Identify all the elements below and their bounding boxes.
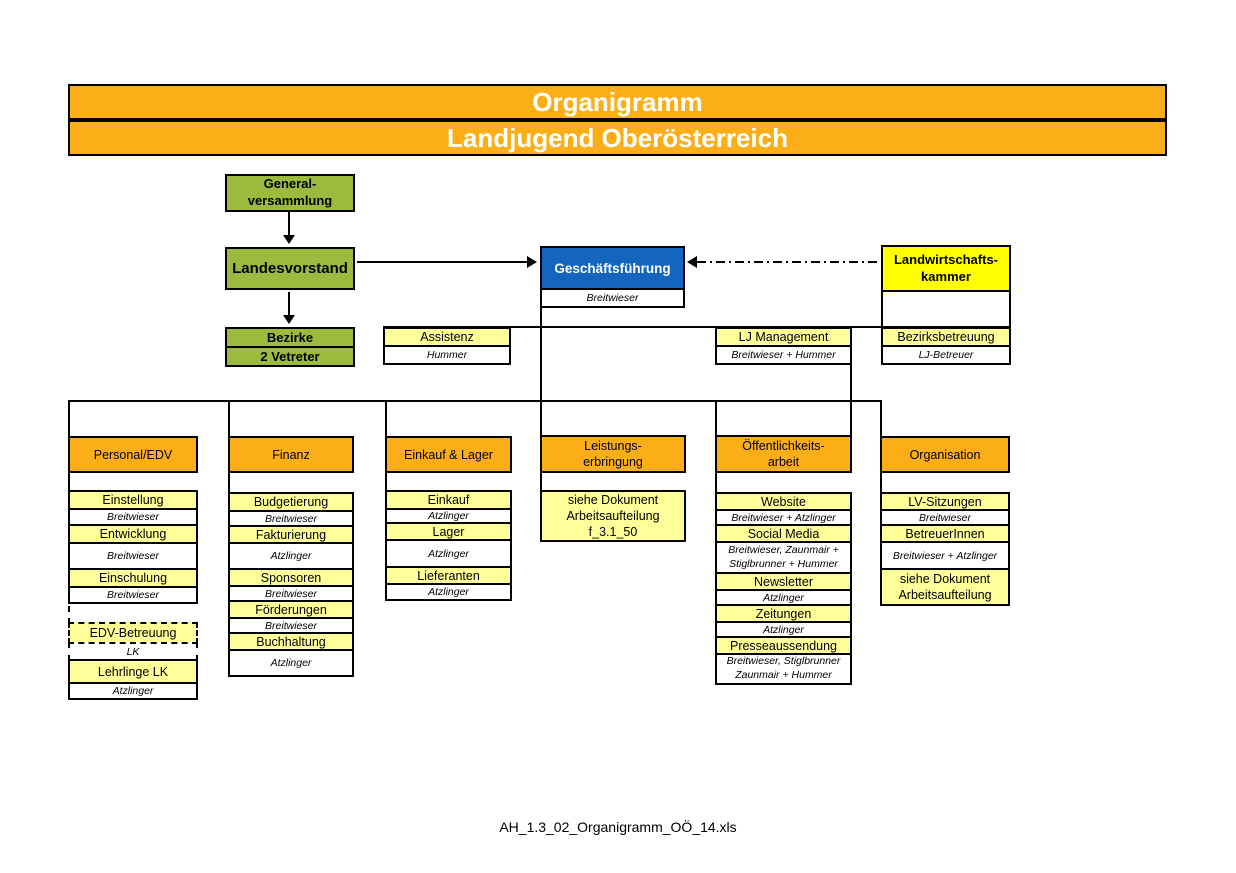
title-banner-line1: Organigramm [68,84,1167,120]
column-header-organisation: Organisation [880,436,1010,473]
task-owner: Atzlinger [385,539,512,568]
node-assistenz: Assistenz Hummer [383,327,511,365]
node-lj-management-name: Breitwieser + Hummer [715,345,852,365]
note-leistungserbringung: siehe Dokument Arbeitsaufteilung f_3.1_5… [540,490,686,542]
node-bezirke: Bezirke 2 Vetreter [225,327,355,367]
connector-line [850,365,852,435]
arrow-left-icon [687,256,697,268]
task-owner: Breitwieser [68,542,198,570]
node-bezirksbetreuung-name: LJ-Betreuer [881,345,1011,365]
node-bezirke-title: Bezirke [225,327,355,348]
node-bezirksbetreuung: Bezirksbetreuung LJ-Betreuer [881,327,1011,365]
connector-stub [880,470,882,494]
connector-line [540,307,542,402]
connector-stub [540,470,542,492]
task-title: Lager [385,522,512,541]
column-finanz: Budgetierung Breitwieser Fakturierung At… [228,492,354,677]
connector-line [288,292,290,316]
connector-stub [385,470,387,492]
task-owner: Atzlinger [68,682,198,700]
column-einkauf-lager: Einkauf Atzlinger Lager Atzlinger Liefer… [385,490,512,601]
task-owner: Breitwieser [68,586,198,604]
task-title: Buchhaltung [228,632,354,651]
task-title-edv-betreuung: EDV-Betreuung [68,622,198,644]
arrow-right-icon [527,256,537,268]
task-owner: Atzlinger [228,542,354,570]
task-owner: Breitwieser [228,617,354,634]
node-lj-management-title: LJ Management [715,327,852,347]
task-title: LV-Sitzungen [880,492,1010,511]
node-generalversammlung: General- versammlung [225,174,355,212]
column-header-oeffentlichkeitsarbeit: Öffentlichkeits- arbeit [715,435,852,473]
node-geschaeftsfuehrung-name: Breitwieser [540,288,685,308]
connector-rail [68,400,882,402]
connector-line [383,326,881,328]
filename-footer: AH_1.3_02_Organigramm_OÖ_14.xls [499,819,737,835]
node-assistenz-name: Hummer [383,345,511,365]
column-organisation: LV-Sitzungen Breitwieser BetreuerInnen B… [880,492,1010,606]
connector-line [357,261,527,263]
task-owner: Atzlinger [228,649,354,677]
connector-stub [385,400,387,436]
task-title: Entwicklung [68,524,198,544]
connector-stub [880,400,882,436]
task-title: Lehrlinge LK [68,659,198,684]
task-owner: Breitwieser + Atzlinger [880,541,1010,570]
node-geschaeftsfuehrung: Geschäftsführung [540,246,685,290]
column-header-finanz: Finanz [228,436,354,473]
column-personal-edv: Einstellung Breitwieser Entwicklung Brei… [68,490,198,700]
task-title: Einkauf [385,490,512,510]
task-owner: Breitwieser + Atzlinger [715,509,852,526]
connector-stub [540,400,542,436]
connector-stub [715,400,717,436]
task-owner: Atzlinger [385,583,512,601]
title-banner-line2: Landjugend Oberösterreich [68,120,1167,156]
column-header-leistungserbringung: Leistungs- erbringung [540,435,686,473]
node-assistenz-title: Assistenz [383,327,511,347]
node-bezirksbetreuung-title: Bezirksbetreuung [881,327,1011,347]
connector-stub [68,400,70,436]
note-organisation: siehe Dokument Arbeitsaufteilung [880,568,1010,606]
task-owner: Breitwieser, Zaunmair + Stiglbrunner + H… [715,541,852,574]
connector-line [288,212,290,236]
node-lj-management: LJ Management Breitwieser + Hummer [715,327,852,365]
column-header-personal-edv: Personal/EDV [68,436,198,473]
arrow-down-icon [283,235,295,244]
connector-stub [228,400,230,436]
dashed-connector-stub [68,606,70,624]
task-title: BetreuerInnen [880,524,1010,543]
connector-stub [228,470,230,494]
task-title: Einschulung [68,568,198,588]
node-bezirke-sub: 2 Vetreter [225,346,355,367]
connector-stub [68,470,70,492]
dash-dot-connector-line [697,261,879,263]
node-landwirtschaftskammer: Landwirtschafts- kammer [881,245,1011,292]
connector-stub [715,470,717,494]
task-title: Budgetierung [228,492,354,512]
arrow-down-icon [283,315,295,324]
column-oeffentlichkeitsarbeit: Website Breitwieser + Atzlinger Social M… [715,492,852,685]
task-owner: Breitwieser, Stiglbrunner Zaunmair + Hum… [715,653,852,685]
node-landwirtschaftskammer-empty-cell [881,290,1011,328]
task-title: Fakturierung [228,525,354,544]
task-title: Einstellung [68,490,198,510]
node-landesvorstand: Landesvorstand [225,247,355,290]
column-header-einkauf-lager: Einkauf & Lager [385,436,512,473]
task-title: Presseaussendung [715,636,852,655]
